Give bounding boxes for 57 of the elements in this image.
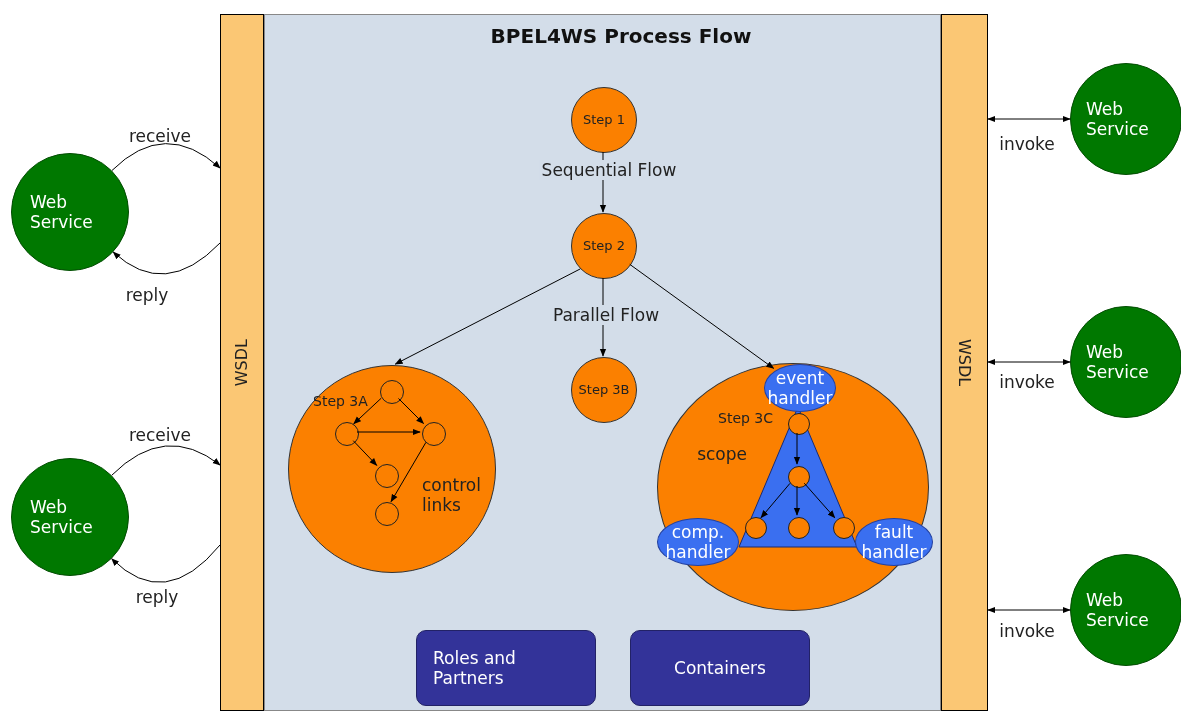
band-label: WSDL (954, 338, 975, 387)
arrow (987, 606, 1071, 614)
arrow (793, 432, 801, 465)
box-label: Roles and Partners (433, 649, 517, 689)
wsdl-band (220, 14, 264, 711)
edge-label: receive (127, 425, 193, 445)
box-label: Containers (674, 657, 766, 679)
arrow (760, 482, 791, 519)
step-label: Step 2 (583, 238, 625, 254)
activity-circle (335, 422, 359, 446)
arrow (394, 268, 581, 365)
edge-label: reply (124, 285, 170, 305)
activity-label: Step 3C (718, 410, 774, 427)
arrow (987, 115, 1071, 123)
wsdl-band (941, 14, 988, 711)
activity-label: Step 3A (313, 393, 369, 410)
activity-circle (422, 422, 446, 446)
arrow (793, 485, 801, 516)
service-label: Web Service (30, 191, 94, 233)
arrow (803, 482, 836, 519)
process-panel (264, 14, 941, 711)
annotation-text: control links (422, 476, 482, 516)
activity-circle (375, 464, 399, 488)
edge-label: invoke (998, 134, 1056, 154)
service-label: Web Service (1086, 341, 1150, 383)
arrow (398, 398, 425, 425)
data-box (630, 630, 810, 706)
edge-label: invoke (998, 372, 1056, 392)
step-label: Step 3B (578, 382, 630, 398)
activity-circle (788, 413, 810, 435)
arrow (987, 358, 1071, 366)
arrow (390, 441, 427, 503)
activity-circle (380, 380, 404, 404)
handler-label: comp. handler (664, 521, 732, 563)
step-label: Step 1 (583, 112, 625, 128)
handler-label: fault handler (860, 521, 928, 563)
service-label: Web Service (1086, 589, 1150, 631)
activity-circle (375, 502, 399, 526)
scope-label: scope (697, 445, 747, 465)
arrow (111, 143, 221, 171)
edge-label: Sequential Flow (539, 160, 679, 180)
edge-label: invoke (998, 621, 1056, 641)
panel-heading: BPEL4WS Process Flow (490, 25, 752, 48)
arrow (111, 544, 221, 583)
arrow (629, 263, 775, 369)
service-label: Web Service (1086, 98, 1150, 140)
edge-label: reply (134, 587, 180, 607)
arrow (112, 242, 221, 275)
service-label: Web Service (30, 496, 94, 538)
band-label: WSDL (232, 338, 252, 387)
edge-label: receive (127, 126, 193, 146)
arrow (356, 428, 421, 436)
arrow (353, 397, 382, 425)
data-box (416, 630, 596, 706)
handler-label: event handler (766, 367, 834, 409)
arrow (352, 440, 378, 466)
arrow (111, 445, 221, 476)
